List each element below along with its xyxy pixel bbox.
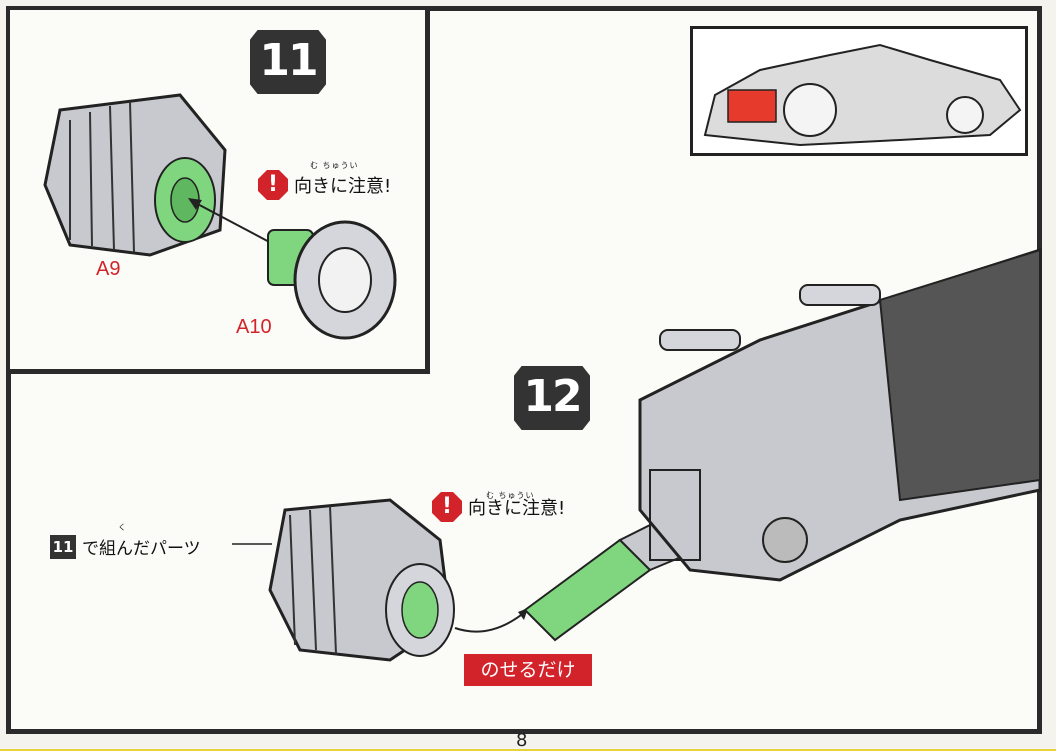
warning-icon: ! — [432, 492, 462, 522]
ref-label-text: で組んだパーツ — [82, 539, 201, 559]
part-a9-illustration — [43, 93, 227, 257]
step-11-number: 11 — [250, 30, 326, 94]
step-12-warning-ruby: む ちゅうい — [486, 491, 535, 500]
part-a10-illustration — [267, 220, 397, 340]
step-11-warning: ! 向きに注意! — [258, 170, 391, 200]
warning-icon: ! — [258, 170, 288, 200]
step-12-warning-text: 向きに注意! — [468, 498, 566, 519]
overview-silhouette — [703, 43, 1022, 147]
ref-label-ruby: く — [118, 523, 127, 532]
step-11-assembly-illustration — [268, 498, 455, 662]
step-12-reference: 11 で組んだパーツ — [50, 534, 201, 559]
main-body-illustration — [638, 247, 1042, 582]
ref-step-badge: 11 — [50, 534, 76, 559]
step-11-warning-ruby: む ちゅうい — [310, 161, 359, 170]
step-12-number: 12 — [514, 366, 590, 430]
action-tag: のせるだけ — [464, 654, 592, 686]
page-number: 8 — [516, 730, 528, 751]
step-12-warning: ! 向きに注意! — [432, 492, 565, 522]
step-11-warning-text: 向きに注意! — [294, 176, 392, 197]
part-label-a10: A10 — [236, 316, 272, 338]
part-label-a9: A9 — [96, 258, 121, 280]
